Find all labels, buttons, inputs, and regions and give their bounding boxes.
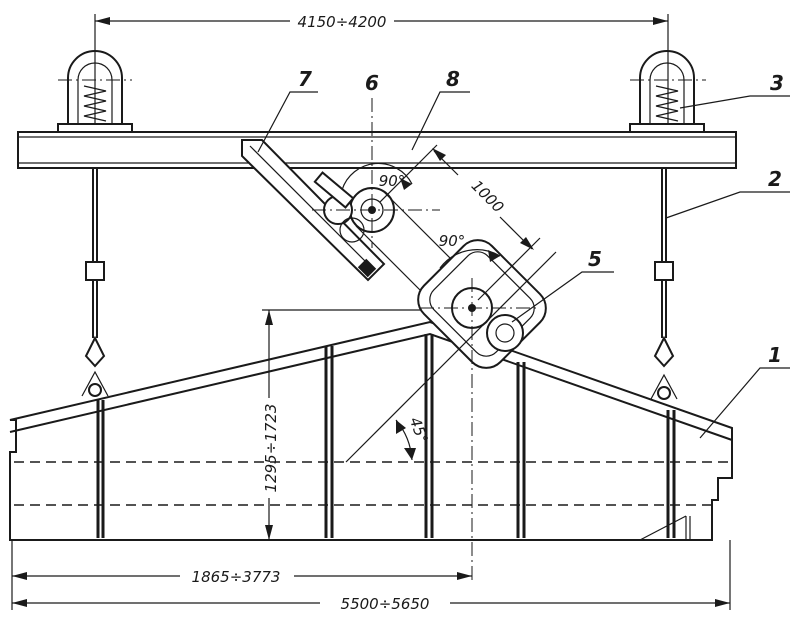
callout-6: 6: [365, 71, 379, 95]
center-offset-label: 1865÷3773: [192, 568, 281, 586]
callout-7: 7: [257, 67, 318, 153]
callout-7-label: 7: [298, 67, 312, 91]
height-label: 1295÷1723: [262, 404, 280, 493]
callout-5: 5: [511, 247, 614, 323]
height-dimension: 1295÷1723: [262, 309, 470, 540]
drive-arm: [241, 98, 557, 580]
support-beam: [17, 131, 737, 169]
angle-lower-label: 90°: [439, 232, 466, 250]
callout-2-label: 2: [768, 167, 782, 191]
center-offset-dimension: 1865÷3773: [11, 540, 472, 610]
overall-length-dimension: 5500÷5650: [12, 540, 731, 613]
callout-6-label: 6: [365, 71, 379, 95]
angle-incline: 45°: [395, 415, 432, 461]
angle-upper: 90°: [341, 162, 413, 191]
top-span-label: 4150÷4200: [298, 13, 387, 31]
callout-8-label: 8: [446, 67, 460, 91]
callout-2: 2: [665, 167, 790, 219]
top-span-dimension: 4150÷4200: [94, 13, 669, 130]
callout-5-label: 5: [588, 247, 602, 271]
angle-incline-label: 45°: [406, 415, 432, 446]
callout-8: 8: [411, 67, 470, 151]
overall-length-label: 5500÷5650: [341, 595, 430, 613]
screen-body: [9, 320, 733, 541]
callout-3-label: 3: [770, 71, 784, 95]
suspension-rod-right: [650, 168, 678, 400]
callout-3: 3: [679, 71, 790, 109]
callout-1: 1: [699, 343, 790, 439]
angle-lower: 90°: [439, 232, 501, 269]
callout-1-label: 1: [768, 343, 782, 367]
angle-upper-label: 90°: [379, 172, 406, 190]
arm-length-label: 1000: [468, 177, 508, 217]
suspension-rod-left: [81, 168, 109, 397]
